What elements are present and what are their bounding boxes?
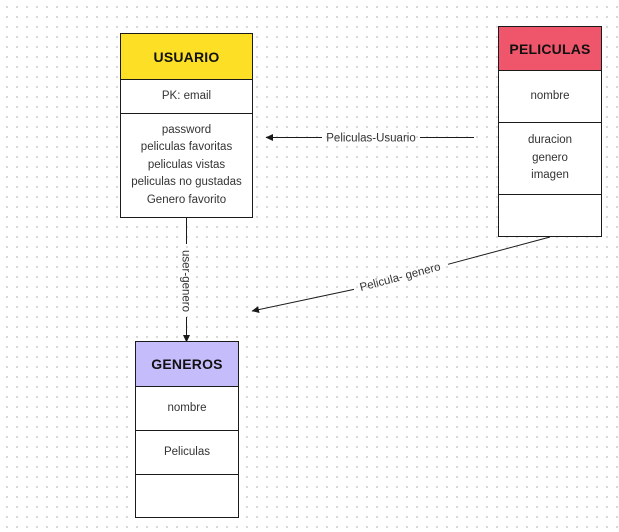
entity-generos-key-section: nombre bbox=[136, 387, 238, 431]
field-peliculas-no-gustadas: peliculas no gustadas bbox=[131, 176, 242, 189]
connector-peliculas-usuario[interactable]: Peliculas-Usuario bbox=[265, 133, 474, 145]
field-peliculas-favoritas: peliculas favoritas bbox=[140, 141, 233, 154]
field-peliculas-vistas: peliculas vistas bbox=[147, 158, 226, 171]
entity-usuario-title: USUARIO bbox=[121, 34, 252, 80]
field-genero: genero bbox=[532, 151, 568, 164]
connector-label-peliculas-usuario: Peliculas-Usuario bbox=[326, 133, 415, 145]
connector-label-pelicula-genero: Pelicula- genero bbox=[359, 261, 442, 294]
entity-generos[interactable]: GENEROS nombre Peliculas bbox=[135, 341, 239, 518]
connector-line-lower bbox=[251, 288, 355, 313]
connector-user-genero[interactable]: user-genero bbox=[180, 218, 192, 343]
field-nombre: nombre bbox=[530, 89, 570, 102]
entity-usuario-fields-section: password peliculas favoritas peliculas v… bbox=[121, 114, 252, 217]
entity-peliculas-key-section: nombre bbox=[499, 71, 601, 123]
field-password: password bbox=[161, 123, 212, 136]
entity-peliculas-empty-section bbox=[499, 195, 601, 236]
field-nombre: nombre bbox=[167, 401, 207, 414]
entity-usuario-pk: PK: email bbox=[161, 89, 212, 102]
entity-usuario-pk-section: PK: email bbox=[121, 80, 252, 114]
entity-usuario[interactable]: USUARIO PK: email password peliculas fav… bbox=[120, 33, 253, 218]
entity-peliculas[interactable]: PELICULAS nombre duracion genero imagen bbox=[498, 26, 602, 237]
connector-pelicula-genero[interactable]: Pelicula- genero bbox=[251, 236, 551, 313]
field-peliculas: Peliculas bbox=[163, 445, 211, 458]
entity-generos-title: GENEROS bbox=[136, 342, 238, 387]
field-imagen: imagen bbox=[531, 169, 569, 182]
entity-generos-fields-section: Peliculas bbox=[136, 431, 238, 475]
entity-generos-empty-section bbox=[136, 475, 238, 517]
connector-label-user-genero: user-genero bbox=[180, 250, 192, 312]
entity-peliculas-fields-section: duracion genero imagen bbox=[499, 123, 601, 195]
field-duracion: duracion bbox=[527, 134, 573, 147]
connector-line-upper bbox=[447, 236, 551, 265]
field-genero-favorito: Genero favorito bbox=[146, 193, 227, 206]
entity-peliculas-title: PELICULAS bbox=[499, 27, 601, 71]
